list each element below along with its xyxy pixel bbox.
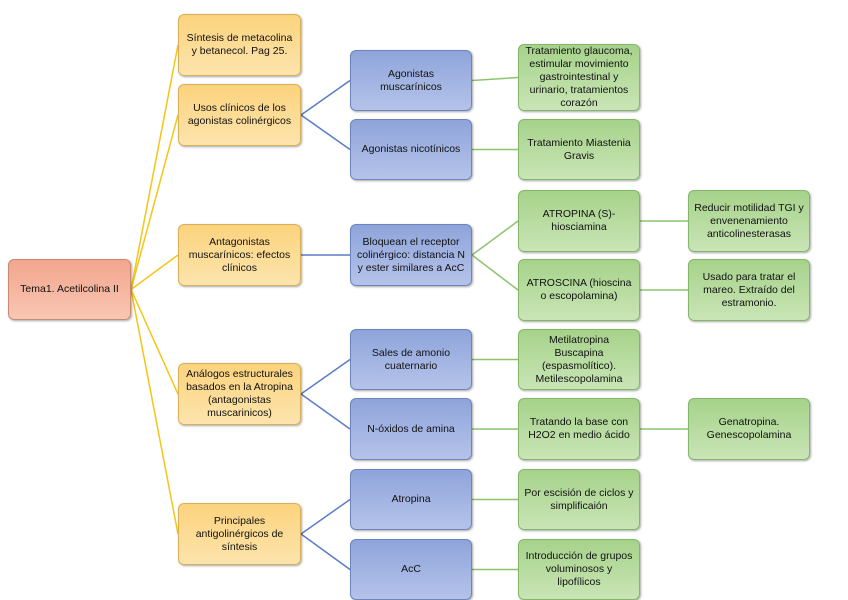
branch-analogos-estructurales[interactable]: Análogos estructurales basados en la Atr… <box>178 363 301 425</box>
node-agonistas-muscarinicos[interactable]: Agonistas muscarínicos <box>350 50 472 111</box>
node-grupos-voluminosos[interactable]: Introducción de grupos voluminosos y lip… <box>518 539 640 600</box>
connector-branch-analogos-estructurales-to-node-n-oxidos <box>300 393 351 430</box>
node-genatropina[interactable]: Genatropina. Genescopolamina <box>688 398 810 460</box>
connector-root-node-to-branch-analogos-estructurales <box>130 289 179 395</box>
node-tratando-base[interactable]: Tratando la base con H2O2 en medio ácido <box>518 398 640 460</box>
connector-branch-usos-clinicos-to-node-agonistas-nicotinicos <box>300 114 351 151</box>
branch-usos-clinicos[interactable]: Usos clínicos de los agonistas colinérgi… <box>178 84 301 146</box>
node-bloquean-receptor[interactable]: Bloquean el receptor colinérgico: distan… <box>350 224 472 286</box>
node-tratamiento-glaucoma[interactable]: Tratamiento glaucoma, estimular movimien… <box>518 44 640 111</box>
connector-root-node-to-branch-principales-antigolinergicos <box>130 289 179 535</box>
node-metilatropina[interactable]: Metilatropina Buscapina (espasmolítico).… <box>518 329 640 390</box>
connector-root-node-to-branch-usos-clinicos <box>130 114 179 290</box>
root-node[interactable]: Tema1. Acetilcolina II <box>8 259 131 320</box>
node-escision-ciclos[interactable]: Por escisión de ciclos y simplificaión <box>518 469 640 530</box>
branch-antagonistas-muscarinicos[interactable]: Antagonistas muscarínicos: efectos clíni… <box>178 224 301 286</box>
connector-root-node-to-branch-antagonistas-muscarinicos <box>130 254 179 291</box>
node-reducir-motilidad[interactable]: Reducir motilidad TGI y envenenamiento a… <box>688 190 810 252</box>
node-atropina[interactable]: Atropina <box>350 469 472 530</box>
connector-root-node-to-branch-sintesis-metacolina <box>130 44 179 290</box>
connector-branch-analogos-estructurales-to-node-sales-amonio <box>300 358 351 395</box>
node-usado-mareo[interactable]: Usado para tratar el mareo. Extraído del… <box>688 259 810 321</box>
node-agonistas-nicotinicos[interactable]: Agonistas nicotínicos <box>350 119 472 180</box>
node-n-oxidos[interactable]: N-óxidos de amina <box>350 398 472 460</box>
branch-sintesis-metacolina[interactable]: Síntesis de metacolina y betanecol. Pag … <box>178 14 301 76</box>
node-acc[interactable]: AcC <box>350 539 472 600</box>
branch-principales-antigolinergicos[interactable]: Principales antigolinérgicos de síntesis <box>178 503 301 565</box>
node-tratamiento-miastenia[interactable]: Tratamiento Miastenia Gravis <box>518 119 640 180</box>
connector-node-bloquean-receptor-to-node-atroscina <box>471 254 519 291</box>
connector-node-bloquean-receptor-to-node-atropina-hiosciamina <box>471 220 519 256</box>
connector-branch-principales-antigolinergicos-to-node-atropina <box>300 498 351 535</box>
connector-branch-usos-clinicos-to-node-agonistas-muscarinicos <box>300 79 351 116</box>
connector-branch-principales-antigolinergicos-to-node-acc <box>300 533 351 571</box>
node-sales-amonio[interactable]: Sales de amonio cuaternario <box>350 329 472 390</box>
node-atroscina[interactable]: ATROSCINA (hioscina o escopolamina) <box>518 259 640 321</box>
connector-node-agonistas-muscarinicos-to-node-tratamiento-glaucoma <box>471 76 519 82</box>
node-atropina-hiosciamina[interactable]: ATROPINA (S)-hiosciamina <box>518 190 640 252</box>
